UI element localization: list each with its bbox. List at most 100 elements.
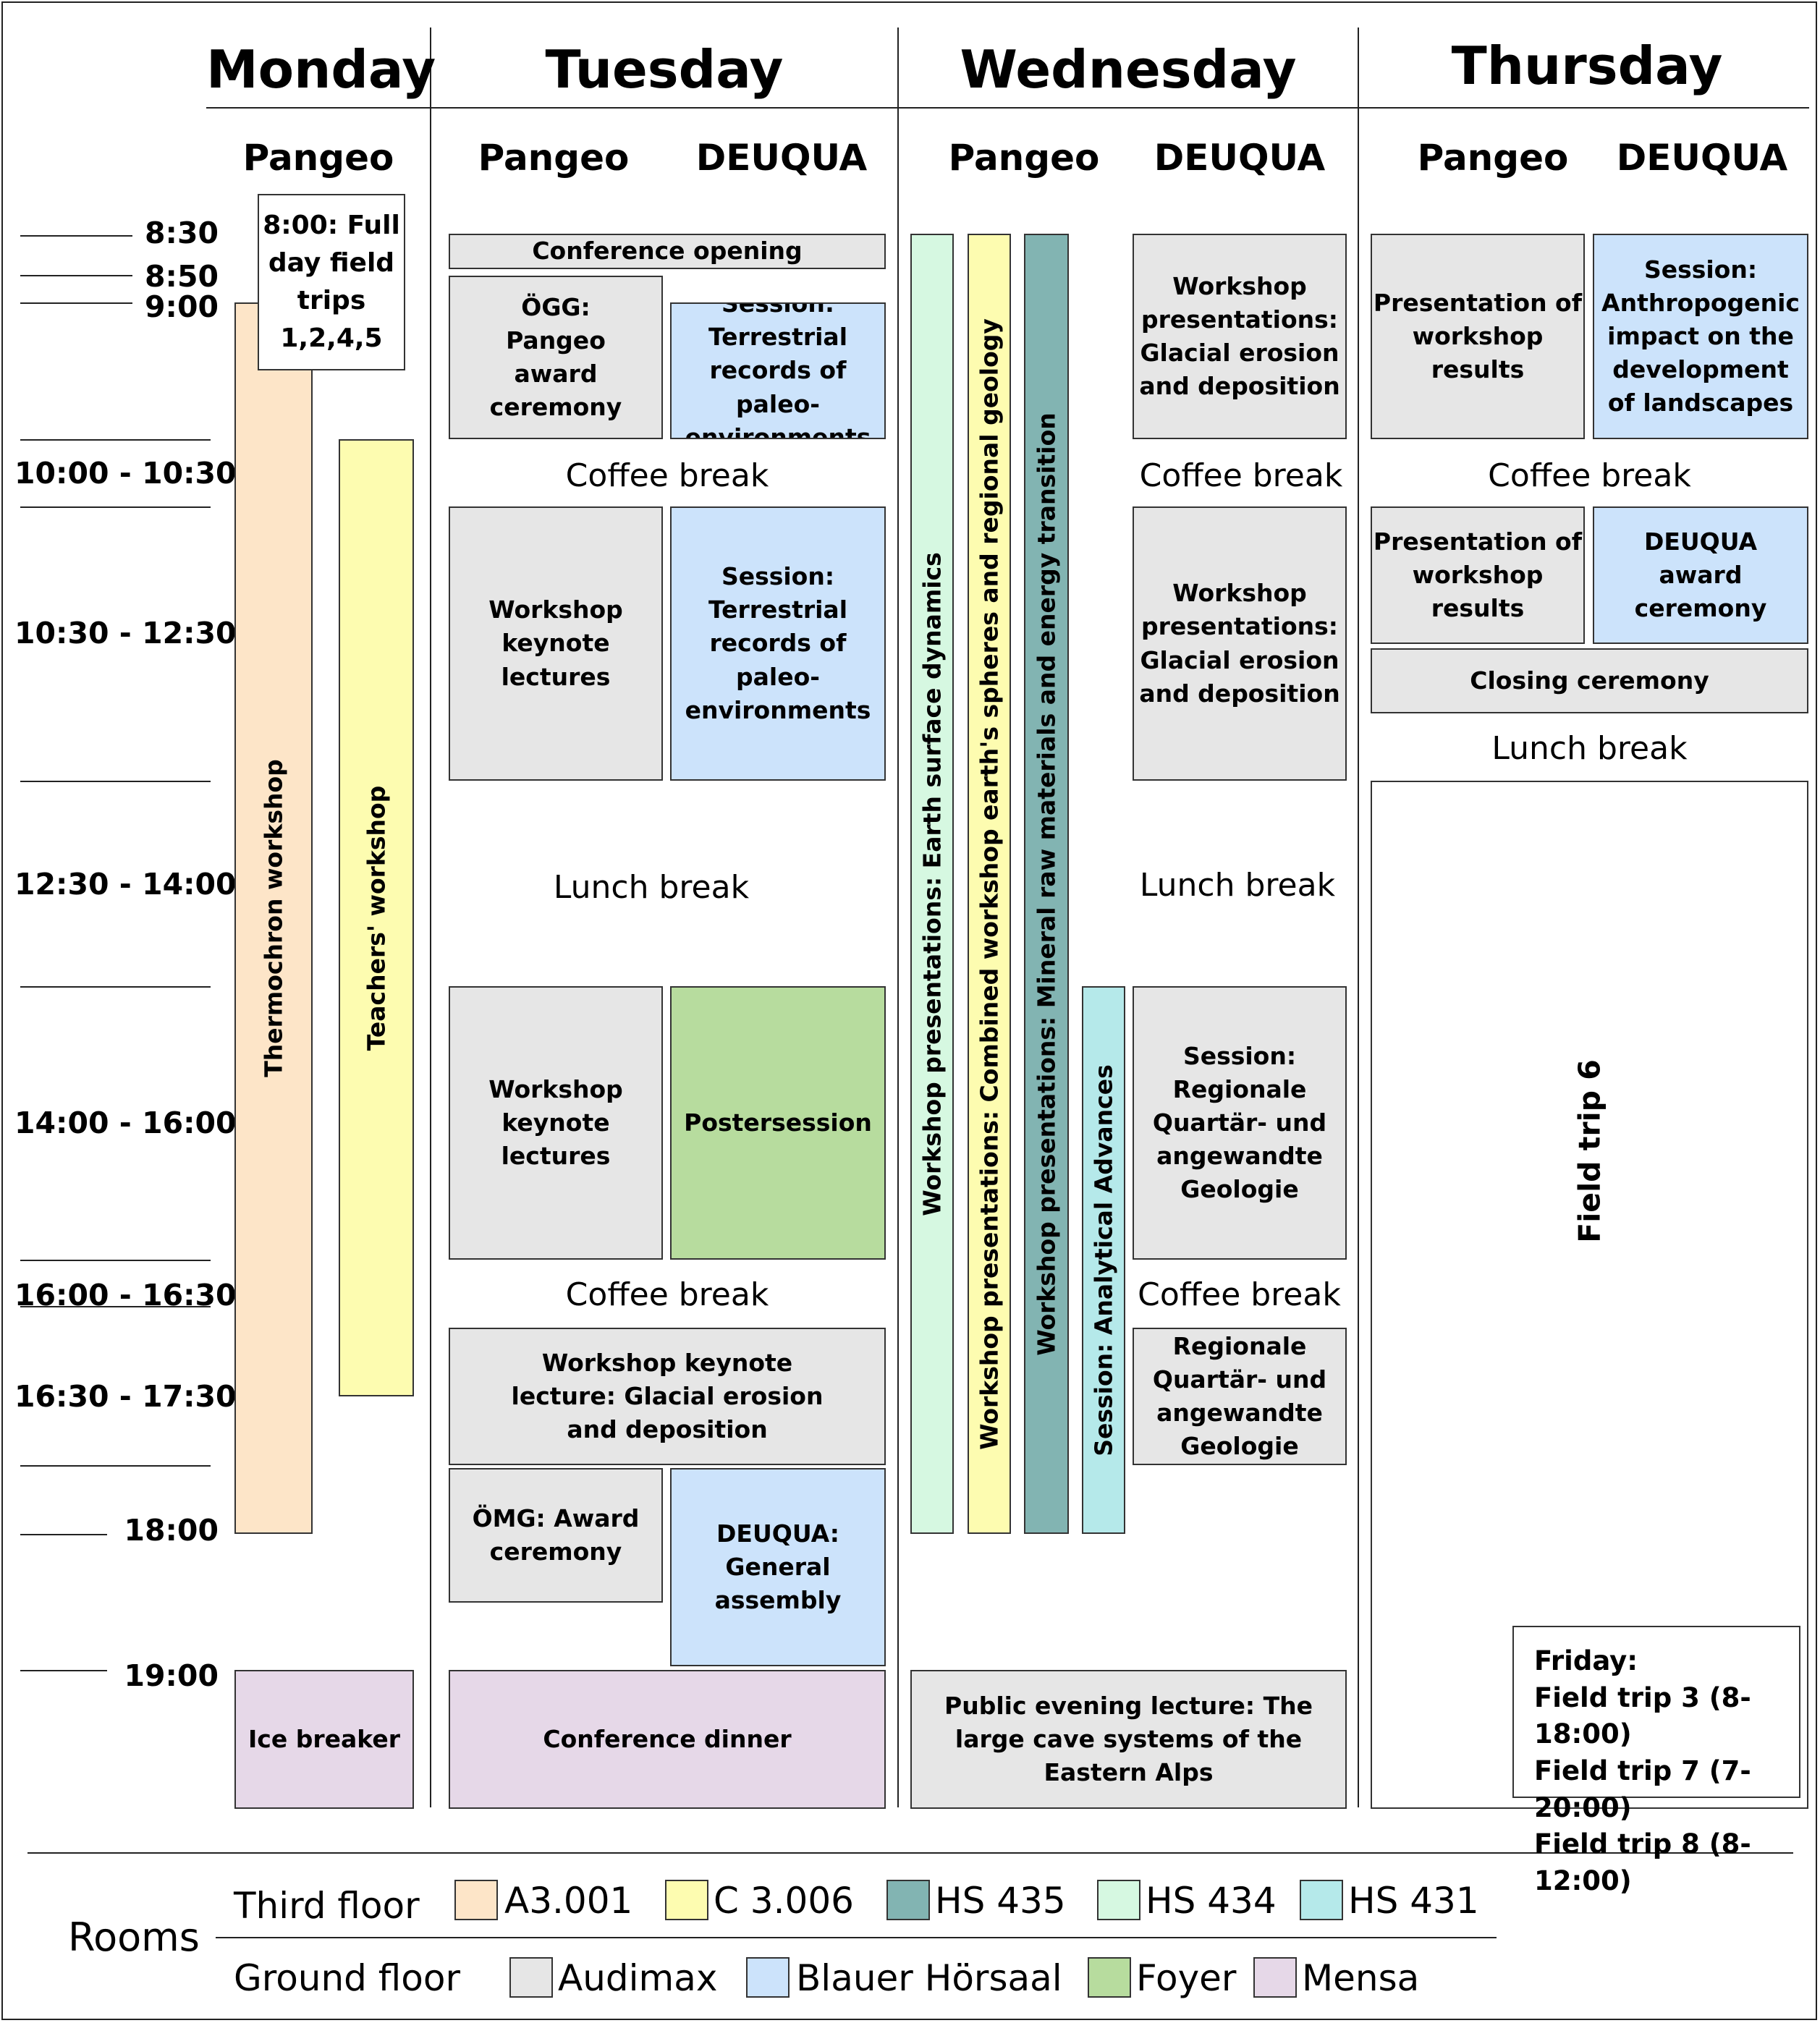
- lunch-break-tuesday: Lunch break: [553, 869, 750, 906]
- day-header-monday: Monday: [206, 39, 436, 100]
- workshop-mineral-raw-materials: Workshop presentations: Mineral raw mate…: [1024, 234, 1069, 1534]
- session-terrestrial-records-1: Session: Terrestrial records of paleo-en…: [670, 302, 886, 439]
- time-tick: [20, 235, 132, 237]
- glacial-1-label: Workshop presentations: Glacial erosion …: [1139, 271, 1340, 401]
- friday-trip: Field trip 3 (8-18:00): [1534, 1681, 1751, 1750]
- legend-label-c3006: C 3.006: [714, 1880, 854, 1922]
- teachers-workshop-label: Teachers' workshop: [362, 785, 391, 1051]
- legend-swatch-hs434: [1097, 1880, 1140, 1920]
- day-divider-wednesday: [1358, 27, 1359, 1807]
- friday-trip: Field trip 7 (7-20:00): [1534, 1755, 1751, 1823]
- lunch-break-thursday: Lunch break: [1491, 730, 1688, 767]
- workshop-glacial-1: Workshop presentations: Glacial erosion …: [1133, 234, 1347, 439]
- session-terrestrial-1-label: Session: Terrestrial records of paleo-en…: [685, 302, 871, 439]
- lunch-break-wednesday: Lunch break: [1139, 867, 1336, 904]
- coffee-break-wednesday-2: Coffee break: [1138, 1276, 1341, 1313]
- teachers-workshop: Teachers' workshop: [339, 439, 414, 1396]
- time-tick: [20, 1534, 107, 1535]
- ogg-award-label: ÖGG: Pangeo award ceremony: [489, 292, 622, 422]
- session-anthropogenic-impact: Session: Anthropogenic impact on the dev…: [1593, 234, 1808, 439]
- coffee-break-tuesday-1: Coffee break: [565, 457, 769, 494]
- time-tick: [20, 1306, 211, 1307]
- mineral-label: Workshop presentations: Mineral raw mate…: [1032, 412, 1061, 1356]
- ice-breaker: Ice breaker: [234, 1670, 414, 1809]
- keynote-2-label: Workshop keynote lectures: [488, 1074, 623, 1171]
- time-label-1230: 12:30 - 14:00: [14, 867, 237, 902]
- conference-opening: Conference opening: [449, 234, 886, 269]
- anthropogenic-label: Session: Anthropogenic impact on the dev…: [1601, 255, 1800, 417]
- presentation-workshop-results-1: Presentation of workshop results: [1371, 234, 1585, 439]
- closing-label: Closing ceremony: [1470, 666, 1709, 695]
- coffee-break-tuesday-2: Coffee break: [565, 1276, 769, 1313]
- regionale-label: Regionale Quartär- und angewandte Geolog…: [1152, 1331, 1327, 1461]
- header-divider: [206, 107, 1809, 109]
- workshop-glacial-2: Workshop presentations: Glacial erosion …: [1133, 506, 1347, 781]
- coffee-break-wednesday-1: Coffee break: [1139, 457, 1343, 494]
- legend-swatch-mensa: [1253, 1957, 1297, 1998]
- friday-title: Friday:: [1534, 1645, 1638, 1676]
- time-tick: [20, 506, 211, 508]
- time-label-0850: 8:50: [145, 259, 219, 294]
- time-label-1630: 16:30 - 17:30: [14, 1379, 237, 1414]
- legend-label-hs435: HS 435: [935, 1880, 1066, 1922]
- public-evening-lecture: Public evening lecture: The large cave s…: [910, 1670, 1347, 1809]
- deuqua-award-ceremony: DEUQUA award ceremony: [1593, 506, 1808, 644]
- day-header-thursday: Thursday: [1451, 35, 1723, 96]
- time-tick: [20, 1260, 211, 1261]
- room-header-tuesday-deuqua: DEUQUA: [695, 137, 868, 179]
- time-label-0900: 9:00: [145, 289, 219, 324]
- omg-award-ceremony: ÖMG: Award ceremony: [449, 1468, 663, 1603]
- conference-opening-label: Conference opening: [532, 237, 803, 266]
- time-label-1600: 16:00 - 16:30: [14, 1278, 237, 1312]
- regionale-quartar: Regionale Quartär- und angewandte Geolog…: [1133, 1328, 1347, 1465]
- field-trips-note-text: 8:00: Full day field trips 1,2,4,5: [263, 210, 400, 354]
- conference-dinner: Conference dinner: [449, 1670, 886, 1809]
- time-tick: [20, 275, 132, 276]
- deuqua-general-assembly: DEUQUA: General assembly: [670, 1468, 886, 1666]
- legend-label-hs434: HS 434: [1146, 1880, 1277, 1922]
- regionale-session-label: Session: Regionale Quartär- und angewand…: [1152, 1041, 1327, 1204]
- day-header-tuesday: Tuesday: [545, 39, 784, 100]
- session-analytical-advances: Session: Analytical Advances: [1082, 986, 1125, 1534]
- legend-divider: [27, 1852, 1793, 1854]
- room-header-wednesday-deuqua: DEUQUA: [1154, 137, 1326, 179]
- omg-award-label: ÖMG: Award ceremony: [472, 1504, 640, 1566]
- time-label-1030: 10:30 - 12:30: [14, 616, 237, 650]
- friday-trip: Field trip 8 (8-12:00): [1534, 1828, 1751, 1897]
- closing-ceremony: Closing ceremony: [1371, 648, 1808, 713]
- evening-lecture-label: Public evening lecture: The large cave s…: [944, 1691, 1313, 1787]
- session-terrestrial-records-2: Session: Terrestrial records of paleo-en…: [670, 506, 886, 781]
- legend-ground-floor: Ground floor: [234, 1957, 461, 1999]
- ice-breaker-label: Ice breaker: [248, 1724, 400, 1753]
- time-tick: [20, 439, 211, 441]
- session-regionale-quartar: Session: Regionale Quartär- und angewand…: [1133, 986, 1347, 1260]
- time-label-1800: 18:00: [124, 1513, 219, 1548]
- legend-swatch-blauer-horsaal: [746, 1957, 790, 1998]
- legend-floor-divider: [216, 1937, 1497, 1938]
- legend-swatch-a3001: [454, 1880, 498, 1920]
- legend-title: Rooms: [68, 1914, 200, 1960]
- coffee-break-thursday: Coffee break: [1488, 457, 1691, 494]
- glacial-2-label: Workshop presentations: Glacial erosion …: [1139, 579, 1340, 708]
- ogg-award-ceremony: ÖGG: Pangeo award ceremony: [449, 276, 663, 439]
- legend-label-mensa: Mensa: [1302, 1957, 1420, 1999]
- analytical-label: Session: Analytical Advances: [1089, 1064, 1118, 1456]
- workshop-combined-spheres: Workshop presentations: Combined worksho…: [968, 234, 1011, 1534]
- deuqua-assembly-label: DEUQUA: General assembly: [714, 1519, 842, 1615]
- legend-swatch-foyer: [1088, 1957, 1131, 1998]
- keynote-glacial-label: Workshop keynote lecture: Glacial erosio…: [511, 1348, 824, 1444]
- time-tick: [20, 986, 211, 988]
- time-label-1000: 10:00 - 10:30: [14, 456, 237, 491]
- day-divider-tuesday: [897, 27, 899, 1807]
- combined-label: Workshop presentations: Combined worksho…: [975, 318, 1004, 1450]
- time-label-0830: 8:30: [145, 216, 219, 250]
- room-header-wednesday-pangeo: Pangeo: [948, 137, 1100, 179]
- legend-swatch-hs435: [886, 1880, 930, 1920]
- conference-dinner-label: Conference dinner: [543, 1724, 792, 1753]
- workshop-keynote-lectures-1: Workshop keynote lectures: [449, 506, 663, 781]
- time-label-1400: 14:00 - 16:00: [14, 1106, 237, 1140]
- day-divider-monday: [430, 27, 431, 1807]
- workshop-earth-surface-dynamics: Workshop presentations: Earth surface dy…: [910, 234, 954, 1534]
- legend-swatch-hs431: [1300, 1880, 1343, 1920]
